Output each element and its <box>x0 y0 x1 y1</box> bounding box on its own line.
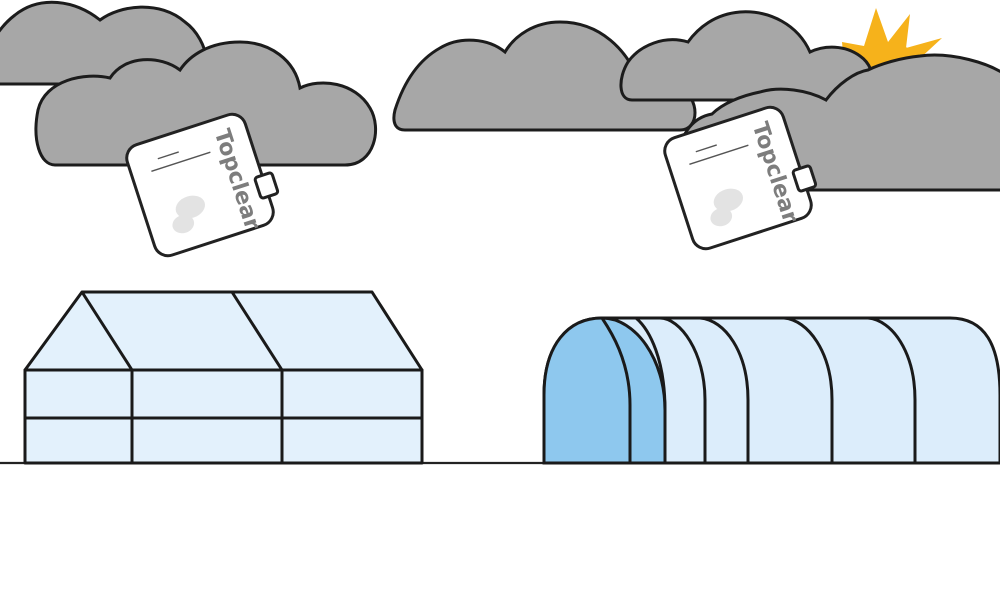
leaf-logo-icon <box>713 188 744 212</box>
cloud-icon <box>34 40 378 167</box>
product-canister: Topclear <box>125 112 280 258</box>
cloud-icon <box>619 10 874 102</box>
product-canister: Topclear <box>663 105 818 251</box>
leaf-logo-icon <box>175 195 206 219</box>
polytunnel <box>542 316 1000 465</box>
greenhouse-roof <box>23 290 424 372</box>
glass-greenhouse <box>23 290 424 465</box>
